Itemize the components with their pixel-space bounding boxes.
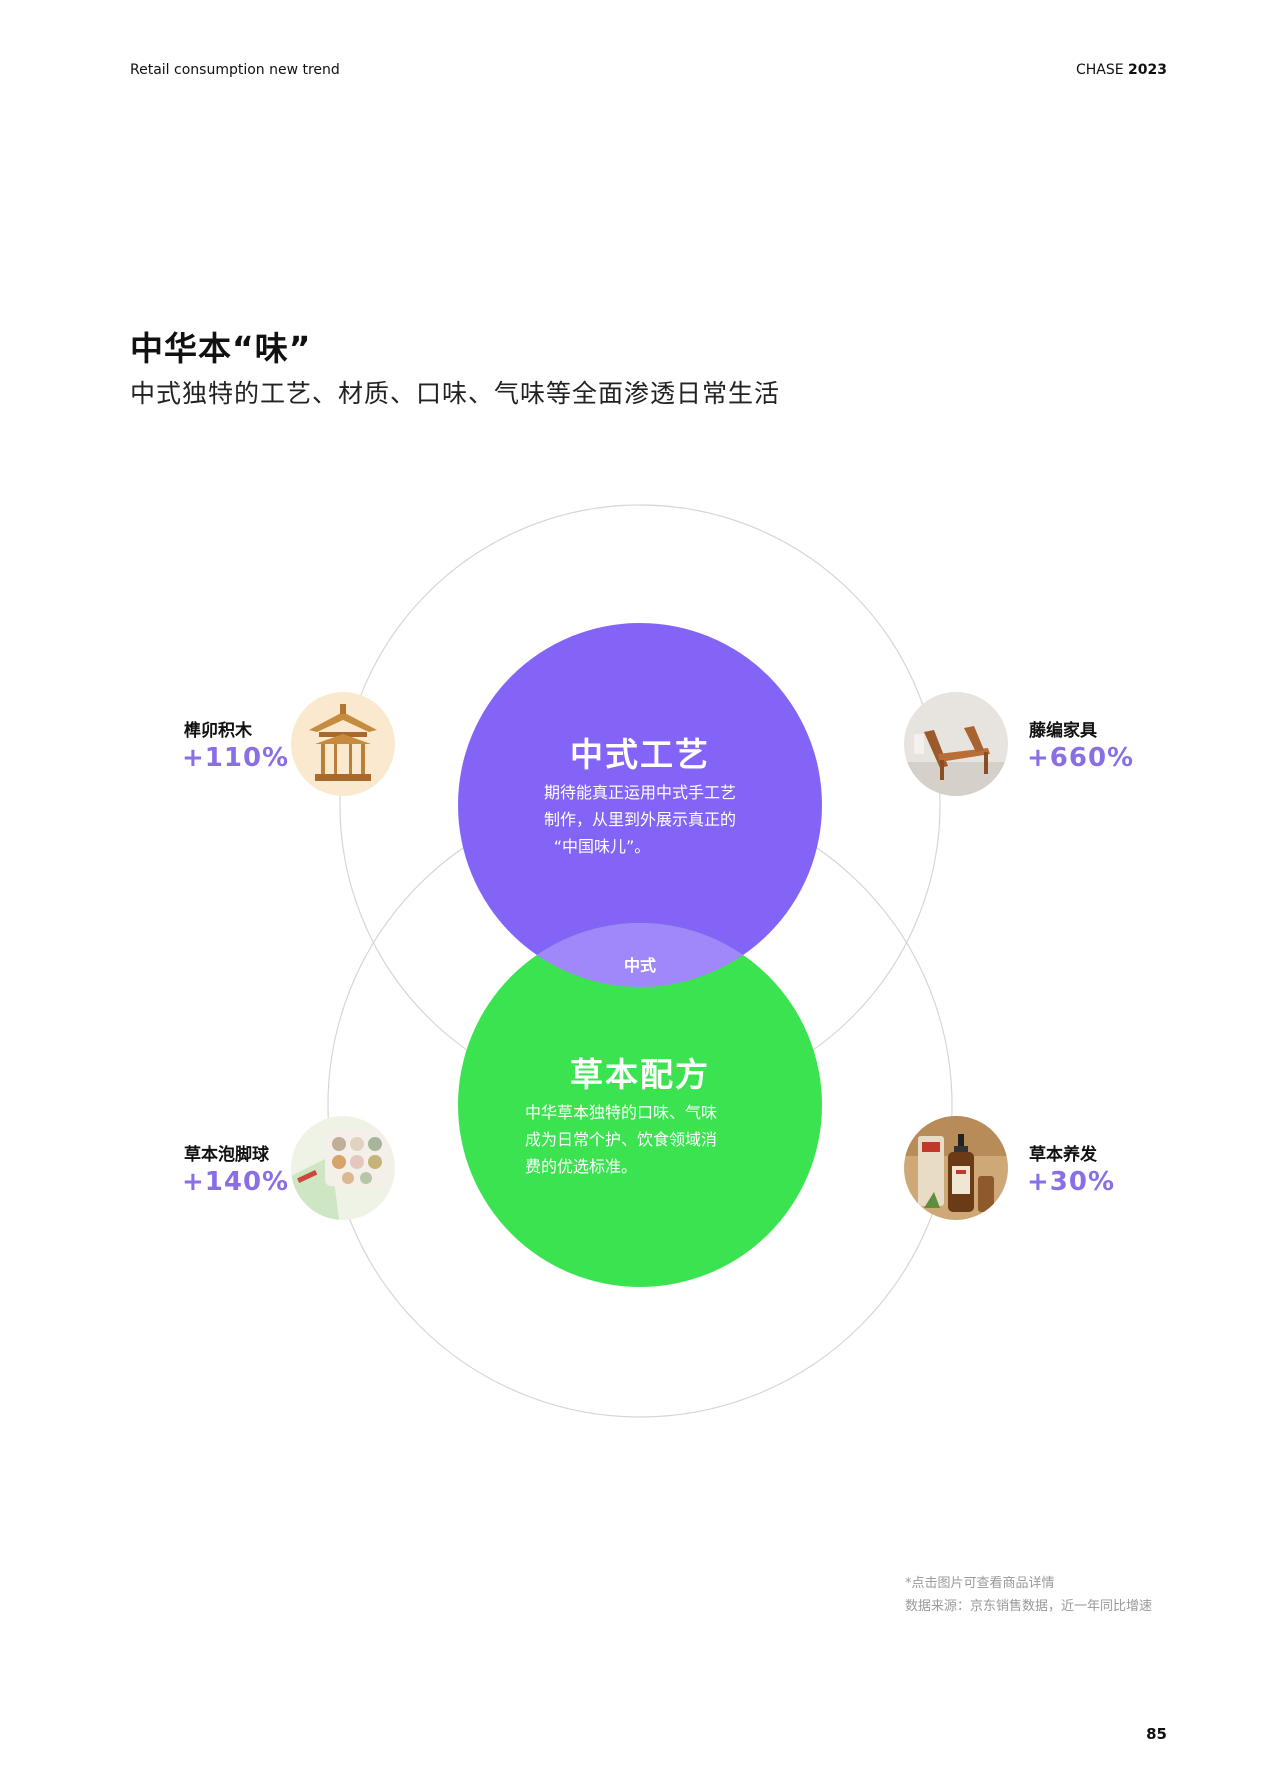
circle-top-title: 中式工艺 [570, 735, 710, 774]
circle-bottom-title: 草本配方 [570, 1055, 710, 1094]
circle-top-shape [458, 623, 822, 987]
brand-name: CHASE [1075, 62, 1124, 78]
circle-bottom-description: 中华草本独特的口味、气味 成为日常个护、饮食领域消 费的优选标准。 [525, 1099, 765, 1180]
page-number: 85 [1146, 1725, 1167, 1743]
data-source: 数据来源：京东销售数据，近一年同比增速 [905, 1599, 1153, 1614]
product-name: 藤编家具 [1029, 721, 1097, 741]
page-title: 中华本“味” [130, 329, 312, 368]
product-name: 草本养发 [1029, 1145, 1097, 1165]
circle-bottom-line: 成为日常个护、饮食领域消 [525, 1130, 718, 1149]
brand-year: 2023 [1128, 62, 1167, 78]
product-name: 草本泡脚球 [184, 1145, 269, 1165]
chair-icon[interactable] [904, 692, 1008, 796]
foot-bath-ball-icon[interactable] [291, 1116, 395, 1220]
circle-bottom-line: 中华草本独特的口味、气味 [525, 1103, 718, 1122]
circle-top-line: “中国味儿”。 [553, 837, 651, 856]
circle-bottom-shape [458, 923, 822, 1287]
product-name: 榫卯积木 [184, 721, 252, 741]
header-right-brand: CHASE 2023 [1076, 62, 1167, 78]
footer-note: *点击图片可查看商品详情 [905, 1576, 1055, 1591]
product-growth: +110% [182, 743, 290, 773]
page-subtitle: 中式独特的工艺、材质、口味、气味等全面渗透日常生活 [130, 379, 781, 408]
circle-top-line: 期待能真正运用中式手工艺 [543, 783, 736, 802]
header-left-text: Retail consumption new trend [130, 62, 340, 78]
product-growth: +30% [1027, 1167, 1116, 1197]
product-growth: +660% [1027, 743, 1135, 773]
product-growth: +140% [182, 1167, 290, 1197]
shampoo-bottle-icon[interactable] [904, 1116, 1008, 1220]
circle-bottom-line: 费的优选标准。 [525, 1157, 638, 1176]
circle-top-line: 制作，从里到外展示真正的 [543, 810, 736, 829]
pavilion-icon[interactable] [291, 692, 395, 796]
overlap-label: 中式 [623, 956, 656, 975]
circle-top-description: 期待能真正运用中式手工艺 制作，从里到外展示真正的 “中国味儿”。 [480, 779, 800, 860]
